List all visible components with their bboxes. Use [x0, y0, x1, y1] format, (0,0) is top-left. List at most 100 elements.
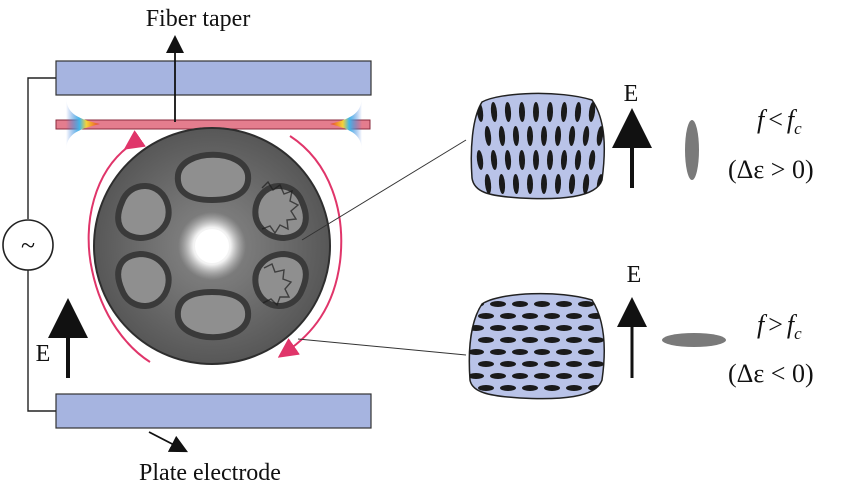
- field-label-left: E: [36, 341, 51, 367]
- lc-molecule: [544, 361, 560, 367]
- lc-molecule: [554, 174, 562, 194]
- lc-molecule: [582, 174, 590, 194]
- beam-profile-right: [330, 95, 362, 152]
- lc-molecule: [522, 313, 538, 319]
- top-plate-electrode: [55, 60, 372, 96]
- lc-molecules-vertical: [476, 102, 604, 194]
- lc-molecule: [568, 126, 576, 146]
- lc-molecule: [500, 337, 516, 343]
- lc-molecule: [556, 373, 572, 379]
- lc-molecule: [566, 385, 582, 391]
- lc-molecule: [512, 325, 528, 331]
- lc-molecule: [526, 174, 534, 194]
- lc-molecule: [490, 301, 506, 307]
- lc-molecule: [532, 102, 540, 122]
- lc-molecule: [522, 361, 538, 367]
- plate-electrode-label: Plate electrode: [139, 460, 281, 486]
- zoom-line-upper: [301, 139, 467, 241]
- field-label-top: E: [624, 81, 639, 107]
- lc-molecule: [478, 361, 494, 367]
- ac-source-icon: [2, 219, 54, 271]
- lc-molecule: [490, 325, 506, 331]
- lc-molecule: [484, 126, 492, 146]
- dielectric-anisotropy-lower: (Δε < 0): [728, 359, 814, 388]
- rotation-arrow-icon: [277, 135, 343, 358]
- lc-molecule: [522, 337, 538, 343]
- lc-molecule: [554, 126, 562, 146]
- molecule-horizontal-ellipse: [662, 333, 726, 347]
- molecule-vertical-ellipse: [685, 120, 699, 180]
- lc-molecule: [512, 301, 528, 307]
- lc-molecule: [522, 385, 538, 391]
- condition-lower: f>fc: [757, 310, 802, 343]
- field-label-bottom: E: [627, 262, 642, 288]
- ac-source-symbol: ~: [21, 231, 35, 260]
- lc-molecule: [578, 301, 594, 307]
- lc-molecule: [556, 301, 572, 307]
- condition-upper: f<fc: [757, 105, 802, 138]
- lc-molecule: [578, 373, 594, 379]
- fiber-cross-section: [93, 127, 331, 365]
- lc-molecule: [476, 150, 484, 170]
- lc-molecule: [588, 150, 596, 170]
- lc-molecule: [469, 373, 484, 379]
- lc-molecule: [498, 174, 506, 194]
- lc-molecule: [560, 102, 568, 122]
- lc-molecule: [534, 301, 550, 307]
- lc-molecule: [498, 126, 506, 146]
- lc-molecule: [534, 349, 550, 355]
- lc-molecule: [512, 126, 520, 146]
- lc-molecule: [478, 313, 494, 319]
- lc-molecule: [566, 313, 582, 319]
- lc-molecule: [544, 313, 560, 319]
- lc-molecule: [574, 150, 582, 170]
- lc-molecule: [490, 349, 506, 355]
- lc-molecule: [588, 361, 604, 367]
- lc-molecule: [512, 373, 528, 379]
- lc-molecule: [469, 349, 484, 355]
- lc-molecule: [534, 373, 550, 379]
- lc-molecule: [490, 102, 498, 122]
- lc-molecule: [560, 150, 568, 170]
- lc-molecule: [500, 385, 516, 391]
- lc-molecule: [544, 337, 560, 343]
- lc-molecule: [546, 150, 554, 170]
- lc-molecule: [566, 361, 582, 367]
- lc-molecule: [504, 150, 512, 170]
- lc-molecule: [588, 102, 596, 122]
- lc-molecule: [596, 126, 604, 146]
- lc-molecule: [532, 150, 540, 170]
- lc-molecule: [478, 337, 494, 343]
- lc-molecule: [540, 126, 548, 146]
- lc-molecule: [512, 174, 520, 194]
- dielectric-anisotropy-upper: (Δε > 0): [728, 155, 814, 184]
- lc-molecule: [568, 174, 576, 194]
- lc-molecule: [500, 361, 516, 367]
- lc-molecule: [588, 337, 604, 343]
- lc-molecule: [540, 174, 548, 194]
- plate-electrode-leader-arrow: [148, 431, 188, 453]
- lc-molecule: [518, 102, 526, 122]
- beam-profile-left: [66, 95, 100, 152]
- lc-molecule: [469, 325, 484, 331]
- circuit-wire: [27, 77, 56, 412]
- lc-molecule: [504, 102, 512, 122]
- lc-molecule: [574, 102, 582, 122]
- lc-molecule: [526, 126, 534, 146]
- lc-molecule: [484, 174, 492, 194]
- lc-cell-lower: [468, 292, 605, 400]
- lc-molecule: [490, 373, 506, 379]
- lc-molecule: [512, 349, 528, 355]
- bottom-plate-electrode: [55, 393, 372, 429]
- lc-molecules-horizontal: [469, 301, 604, 391]
- lc-molecule: [556, 325, 572, 331]
- lc-molecule: [556, 349, 572, 355]
- lc-molecule: [546, 102, 554, 122]
- lc-molecule: [566, 337, 582, 343]
- lc-molecule: [500, 313, 516, 319]
- fiber-taper-label: Fiber taper: [146, 6, 251, 32]
- lc-molecule: [518, 150, 526, 170]
- lc-molecule: [544, 385, 560, 391]
- rotation-arrow-icon: [87, 130, 151, 363]
